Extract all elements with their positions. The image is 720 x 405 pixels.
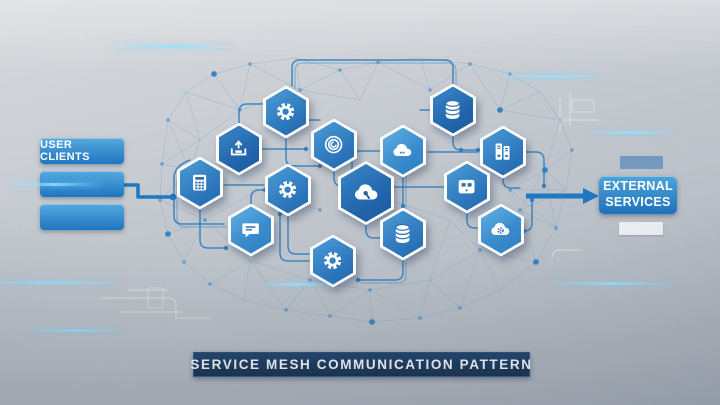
mesh-node-cloud-lock xyxy=(338,161,394,225)
mesh-node-gear xyxy=(263,85,309,139)
external-services-label: EXTERNAL SERVICES xyxy=(603,179,673,209)
server-towers-icon xyxy=(496,143,510,161)
mesh-node-cloud-gear xyxy=(478,203,524,257)
database-icon xyxy=(395,224,411,244)
mesh-node-database xyxy=(430,83,476,137)
diagram-title: SERVICE MESH COMMUNICATION PATTERN xyxy=(190,357,533,372)
decor-rect-white xyxy=(619,222,663,235)
mesh-node-app-window xyxy=(444,160,490,214)
keypad-icon xyxy=(193,175,207,191)
user-clients-label: USER CLIENTS xyxy=(40,139,90,163)
target-icon xyxy=(325,136,343,154)
mesh-node-gear xyxy=(310,234,356,288)
mesh-node-database xyxy=(380,207,426,261)
mesh-node-cloud xyxy=(380,124,426,178)
gear-icon xyxy=(279,181,297,199)
mesh-node-chat xyxy=(228,203,274,257)
mesh-node-keypad xyxy=(177,156,223,210)
app-window-icon xyxy=(459,180,475,194)
gear-icon xyxy=(324,252,342,270)
client-connector xyxy=(123,183,170,199)
client-blank-box-2 xyxy=(40,204,124,230)
upload-tray-icon xyxy=(231,140,247,156)
cloud-icon xyxy=(393,144,412,157)
mesh-node-gear xyxy=(265,163,311,217)
gear-icon xyxy=(277,103,295,121)
mesh-node-server-towers xyxy=(480,125,526,179)
cloud-gear-icon xyxy=(491,223,510,236)
mesh-node-target xyxy=(311,118,357,172)
mesh-node-upload-tray xyxy=(216,122,262,176)
hex-face xyxy=(341,164,391,222)
client-blank-box-1 xyxy=(40,171,124,197)
cloud-lock-icon xyxy=(354,184,377,200)
decor-rect-muted xyxy=(620,156,663,169)
chat-icon xyxy=(242,223,260,238)
external-arrow-head xyxy=(583,188,599,204)
user-clients-box: USER CLIENTS xyxy=(40,138,124,164)
title-banner: SERVICE MESH COMMUNICATION PATTERN xyxy=(190,352,533,377)
database-icon xyxy=(445,100,461,120)
external-services-box: EXTERNAL SERVICES xyxy=(599,176,677,214)
